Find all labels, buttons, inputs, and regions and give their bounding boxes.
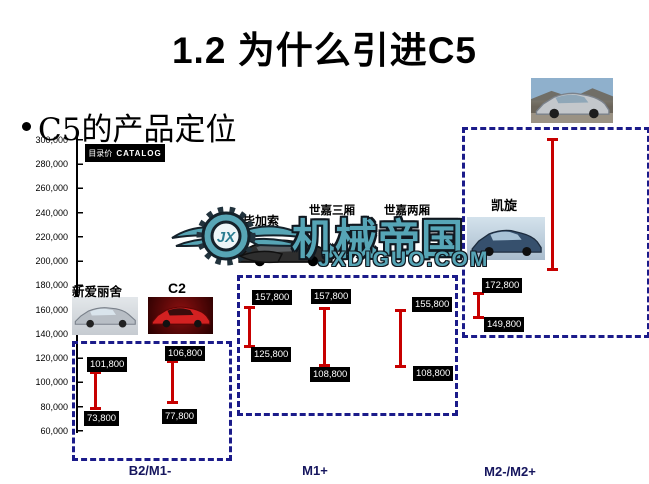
price-high-picasso: 157,800: [252, 290, 293, 305]
segment-box-b2m1: [72, 341, 232, 461]
y-tick-label: 80,000: [40, 402, 68, 412]
y-tick-label: 140,000: [35, 329, 68, 339]
y-tick-label: 120,000: [35, 353, 68, 363]
car-photo-c2: [148, 297, 213, 334]
y-tick-label: 200,000: [35, 256, 68, 266]
segment-box-m2: [462, 127, 649, 338]
car-label-cquatre-hatch: 世嘉两厢: [384, 205, 430, 217]
car-label-cquatre-sedan: 世嘉三厢: [309, 205, 355, 217]
car-photo-triomphe: [467, 217, 545, 260]
catalog-price-badge: 目录价 CATALOG: [85, 144, 165, 162]
price-range-line-c2: [167, 360, 178, 404]
segment-label-b2m1: B2/M1-: [128, 463, 172, 478]
price-range-line-cquatre-sedan: [319, 307, 330, 367]
price-low-picasso: 125,800: [251, 347, 292, 362]
y-tick-label: 220,000: [35, 232, 68, 242]
price-low-c2: 77,800: [162, 409, 198, 424]
y-axis-tick-marks: [78, 139, 83, 433]
segment-label-m1plus: M1+: [302, 463, 328, 478]
price-range-line-cquatre-hatch: [395, 309, 406, 368]
y-tick-label: 240,000: [35, 208, 68, 218]
y-tick-label: 100,000: [35, 377, 68, 387]
segment-label-m2: M2-/M2+: [484, 464, 536, 479]
y-tick-label: 260,000: [35, 183, 68, 193]
y-tick-label: 300,000: [35, 135, 68, 145]
price-range-line-picasso: [244, 306, 255, 348]
y-axis-line: [76, 132, 78, 433]
car-photo-picasso: [233, 232, 338, 268]
y-tick-label: 60,000: [40, 426, 68, 436]
y-tick-label: 180,000: [35, 280, 68, 290]
price-high-cquatre-sedan: 157,800: [311, 289, 352, 304]
price-high-cquatre-hatch: 155,800: [412, 297, 453, 312]
page-title: 1.2 为什么引进C5: [171, 30, 477, 71]
price-range-line-triomphe: [473, 292, 484, 319]
price-low-elysee: 73,800: [84, 411, 120, 426]
bullet-text: C5的产品定位: [38, 112, 237, 148]
y-tick-label: 160,000: [35, 305, 68, 315]
car-label-c2: C2: [168, 280, 186, 296]
segment-box-m1plus: [237, 275, 458, 416]
car-photo-c5: [531, 78, 613, 123]
car-label-elysee: 新爱丽舍: [72, 285, 123, 299]
car-label-triomphe: 凯旋: [491, 198, 518, 213]
price-low-triomphe: 149,800: [484, 317, 525, 332]
y-tick-label: 280,000: [35, 159, 68, 169]
car-photo-elysee: [72, 297, 138, 335]
price-high-triomphe: 172,800: [482, 278, 523, 293]
car-label-picasso: 毕加索: [243, 214, 280, 228]
c5-range-line: [547, 138, 558, 271]
price-low-cquatre-sedan: 108,800: [310, 367, 351, 382]
price-low-cquatre-hatch: 108,800: [413, 366, 454, 381]
price-high-c2: 106,800: [165, 346, 206, 361]
price-high-elysee: 101,800: [87, 357, 128, 372]
catalog-badge-cn: 目录价: [88, 148, 113, 158]
bullet-dot: [22, 122, 31, 131]
catalog-badge-en: CATALOG: [116, 148, 162, 158]
price-range-line-elysee: [90, 371, 101, 410]
